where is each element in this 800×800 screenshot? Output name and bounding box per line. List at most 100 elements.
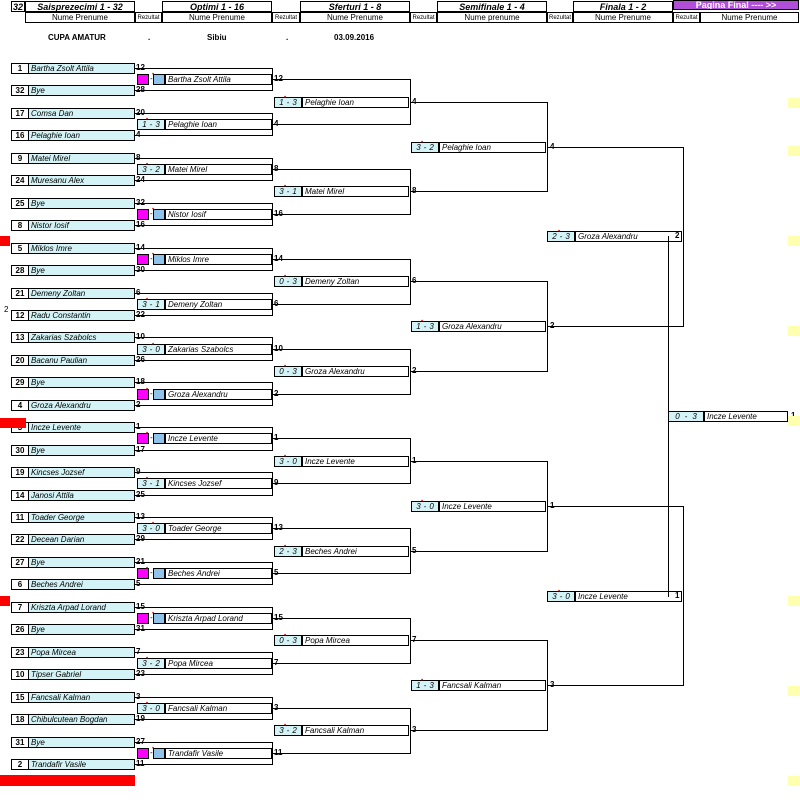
result-dot: • bbox=[152, 206, 155, 213]
player-count: 14 bbox=[136, 243, 145, 253]
score-left: 3 bbox=[416, 142, 421, 152]
player-cell[interactable]: Demeny Zoltan bbox=[302, 276, 409, 288]
seed-number: 19 bbox=[11, 467, 29, 479]
match-score: 3-0 bbox=[137, 523, 165, 535]
player-cell[interactable]: Incze Levente bbox=[302, 455, 409, 467]
player-cell[interactable]: Bye bbox=[28, 556, 135, 568]
player-cell[interactable]: Incze Levente bbox=[439, 500, 546, 512]
player-count: 1 bbox=[675, 590, 680, 600]
bye-marker bbox=[137, 613, 149, 625]
score-separator: - bbox=[286, 277, 290, 287]
player-cell[interactable]: Toader George bbox=[165, 523, 272, 535]
player-cell[interactable]: Incze Levente bbox=[28, 422, 135, 434]
player-cell[interactable]: Kriszta Arpad Lorand bbox=[165, 613, 272, 625]
player-cell[interactable]: Kincses Jozsef bbox=[28, 467, 135, 479]
player-cell[interactable]: Decean Darian bbox=[28, 534, 135, 546]
player-cell[interactable]: Fancsali Kalman bbox=[302, 725, 409, 737]
player-cell[interactable]: Groza Alexandru bbox=[28, 399, 135, 411]
player-cell[interactable]: Bye bbox=[28, 444, 135, 456]
match-score: 3-2 bbox=[274, 725, 302, 737]
player-cell[interactable]: Miklos Imre bbox=[165, 253, 272, 265]
player-cell[interactable]: Bye bbox=[28, 265, 135, 277]
player-cell[interactable]: Bartha Zsolt Attila bbox=[165, 74, 272, 86]
player-cell[interactable]: Fancsali Kalman bbox=[439, 680, 546, 692]
player-cell[interactable]: Incze Levente bbox=[165, 433, 272, 445]
player-cell[interactable]: Fancsali Kalman bbox=[28, 691, 135, 703]
player-cell[interactable]: Pelaghie Ioan bbox=[302, 96, 409, 108]
player-cell[interactable]: Tipser Gabriel bbox=[28, 669, 135, 681]
player-cell[interactable]: Beches Andrei bbox=[302, 545, 409, 557]
connector-line bbox=[410, 371, 547, 373]
player-cell[interactable]: Popa Mircea bbox=[28, 646, 135, 658]
champion-cell[interactable]: Incze Levente bbox=[704, 410, 788, 422]
player-count: 1 bbox=[136, 422, 140, 432]
player-cell[interactable]: Bye bbox=[28, 624, 135, 636]
player-cell[interactable]: Bacanu Paulian bbox=[28, 354, 135, 366]
player-cell[interactable]: Toader George bbox=[28, 512, 135, 523]
player-cell[interactable]: Miklos Imre bbox=[28, 242, 135, 254]
player-cell[interactable]: Nistor Iosif bbox=[28, 220, 135, 232]
player-cell[interactable]: Matei Mirel bbox=[302, 186, 409, 198]
player-cell[interactable]: Pelaghie Ioan bbox=[165, 119, 272, 131]
player-cell[interactable]: Matei Mirel bbox=[165, 164, 272, 176]
red-marker bbox=[0, 775, 135, 786]
final-page-link[interactable]: Pagina Final ---- >> bbox=[673, 0, 799, 10]
connector-line bbox=[135, 180, 272, 182]
player-cell[interactable]: Pelaghie Ioan bbox=[439, 141, 546, 153]
player-cell[interactable]: Groza Alexandru bbox=[575, 231, 682, 243]
player-cell[interactable]: Matei Mirel bbox=[28, 152, 135, 164]
player-cell[interactable]: Incze Levente bbox=[575, 590, 682, 602]
player-count: 21 bbox=[136, 557, 145, 567]
score-right: 0 bbox=[429, 501, 434, 511]
connector-line bbox=[135, 719, 272, 721]
seed-number: 14 bbox=[11, 489, 29, 501]
player-cell[interactable]: Kriszta Arpad Lorand bbox=[28, 601, 135, 613]
player-cell[interactable]: Fancsali Kalman bbox=[165, 702, 272, 714]
player-cell[interactable]: Demeny Zoltan bbox=[165, 298, 272, 310]
player-cell[interactable]: Zakarias Szabolcs bbox=[165, 343, 272, 355]
player-cell[interactable]: Popa Mircea bbox=[165, 657, 272, 669]
player-cell[interactable]: Zakarias Szabolcs bbox=[28, 332, 135, 344]
player-cell[interactable]: Bye bbox=[28, 377, 135, 389]
player-cell[interactable]: Radu Constantin bbox=[28, 309, 135, 321]
player-cell[interactable]: Bye bbox=[28, 736, 135, 748]
result-dot: • bbox=[146, 117, 149, 124]
player-cell[interactable]: Groza Alexandru bbox=[439, 321, 546, 333]
player-cell[interactable]: Janosi Attila bbox=[28, 489, 135, 501]
seed-number: 15 bbox=[11, 691, 29, 703]
player-cell[interactable]: Trandafir Vasile bbox=[28, 758, 135, 770]
score-right: 0 bbox=[155, 524, 160, 534]
player-cell[interactable]: Nistor Iosif bbox=[165, 208, 272, 220]
player-cell[interactable]: Comsa Dan bbox=[28, 107, 135, 119]
match-score: 0-3 bbox=[274, 276, 302, 288]
result-dot: • bbox=[421, 139, 424, 146]
connector-line bbox=[135, 270, 272, 272]
player-cell[interactable]: Popa Mircea bbox=[302, 635, 409, 647]
result-dot: • bbox=[146, 296, 149, 303]
connector-line bbox=[272, 213, 410, 215]
player-count: 25 bbox=[136, 490, 145, 500]
player-count: 27 bbox=[136, 737, 145, 747]
player-cell[interactable]: Kincses Jozsef bbox=[165, 478, 272, 490]
score-separator: - bbox=[150, 568, 153, 578]
result-dot: • bbox=[284, 453, 287, 460]
player-count: 1 bbox=[274, 433, 278, 443]
player-cell[interactable]: Trandafir Vasile bbox=[165, 747, 272, 759]
seed-number: 27 bbox=[11, 556, 29, 568]
player-count: 12 bbox=[136, 63, 145, 73]
seed-number: 12 bbox=[11, 309, 29, 321]
connector-line bbox=[135, 68, 272, 69]
player-cell[interactable]: Demeny Zoltan bbox=[28, 287, 135, 299]
player-cell[interactable]: Chibulcutean Bogdan bbox=[28, 714, 135, 726]
player-cell[interactable]: Bartha Zsolt Attila bbox=[28, 63, 135, 74]
player-cell[interactable]: Groza Alexandru bbox=[165, 388, 272, 400]
player-cell[interactable]: Groza Alexandru bbox=[302, 366, 409, 378]
player-cell[interactable]: Muresanu Alex bbox=[28, 175, 135, 187]
player-cell[interactable]: Pelaghie Ioan bbox=[28, 130, 135, 142]
player-cell[interactable]: Bye bbox=[28, 197, 135, 209]
player-cell[interactable]: Beches Andrei bbox=[165, 568, 272, 580]
player-cell[interactable]: Bye bbox=[28, 85, 135, 97]
result-dot: • bbox=[284, 633, 287, 640]
player-cell[interactable]: Beches Andrei bbox=[28, 579, 135, 591]
connector-line bbox=[272, 348, 410, 350]
